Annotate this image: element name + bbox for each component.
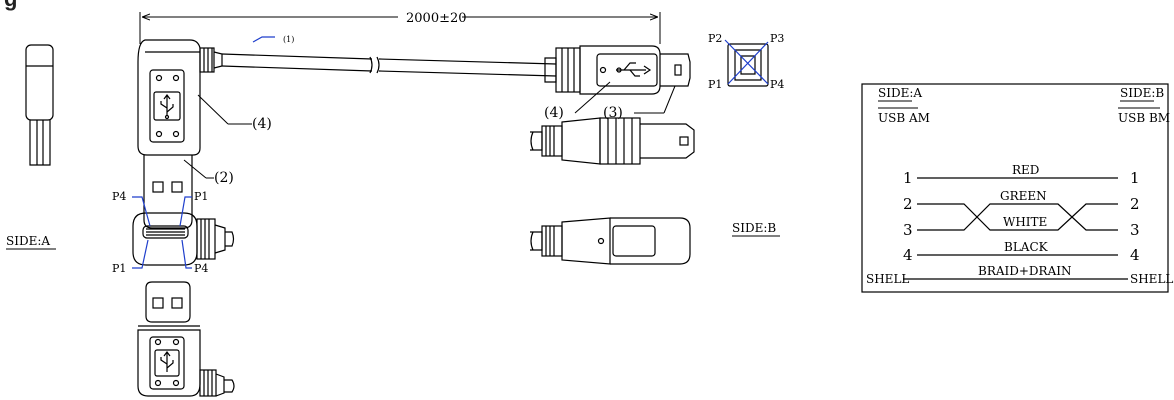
- row-4-right: 4: [1130, 246, 1140, 264]
- row-4-left: 4: [903, 246, 913, 264]
- callout-1: (1): [283, 35, 294, 44]
- row-3-right: 3: [1130, 221, 1140, 239]
- callout-leaders: [183, 81, 676, 179]
- cable-segment: [221, 53, 557, 77]
- usb-b-connector-top: [544, 45, 691, 95]
- usb-a-end-view: [132, 212, 235, 266]
- length-dimension: [139, 12, 661, 44]
- pin-label-p3: P3: [770, 32, 784, 45]
- heading-fragment: g: [4, 0, 17, 12]
- row-2-right: 2: [1130, 195, 1140, 213]
- table-side-a-type: USB AM: [878, 111, 930, 125]
- side-b-label: SIDE:B: [732, 221, 776, 235]
- row-1-left: 1: [903, 169, 913, 187]
- callout-3: (3): [603, 105, 623, 121]
- row-3-wire: WHITE: [1003, 215, 1047, 229]
- drawing-labels: 2000±20 (1) (4) (2) (4) (3) P4 P1 P1 P4 …: [6, 11, 1173, 286]
- pin-label-p4: P4: [770, 78, 784, 91]
- pin-label-p1: P1: [708, 78, 722, 91]
- row-shell-wire: BRAID+DRAIN: [978, 264, 1072, 278]
- row-shell-right: SHELL: [1130, 272, 1173, 286]
- side-a-label: SIDE:A: [6, 234, 50, 248]
- row-4-wire: BLACK: [1004, 240, 1049, 254]
- table-side-a-title: SIDE:A: [878, 86, 922, 100]
- pin-label-p4-bottom: P4: [194, 262, 208, 275]
- pin-label-p2: P2: [708, 32, 722, 45]
- pin-leader-lines: [132, 36, 769, 269]
- row-1-right: 1: [1130, 169, 1140, 187]
- row-shell-left: SHELL: [866, 272, 909, 286]
- usb-a-connector-bottom: [137, 281, 235, 397]
- row-2-left: 2: [903, 195, 913, 213]
- wiring-table-frame: [861, 83, 1169, 293]
- pin-label-p4-top: P4: [112, 190, 126, 203]
- pin-label-p1-top: P1: [194, 190, 208, 203]
- usb-a-right-angle-connector: [137, 39, 223, 229]
- callout-4-right: (4): [544, 105, 564, 121]
- row-2-wire: GREEN: [1000, 189, 1047, 203]
- side-view-connector: [25, 44, 54, 166]
- callout-4-left: (4): [252, 116, 272, 132]
- row-3-left: 3: [903, 221, 913, 239]
- table-side-b-type: USB BM: [1118, 111, 1170, 125]
- usb-b-side-view-1: [530, 117, 695, 165]
- callout-2: (2): [214, 170, 234, 186]
- dimension-text: 2000±20: [406, 11, 467, 26]
- table-side-b-title: SIDE:B: [1120, 86, 1164, 100]
- usb-b-side-view-2: [530, 217, 691, 265]
- row-1-wire: RED: [1012, 163, 1039, 177]
- pin-label-p1-bottom: P1: [112, 262, 126, 275]
- usb-b-face-pinout: [727, 43, 769, 87]
